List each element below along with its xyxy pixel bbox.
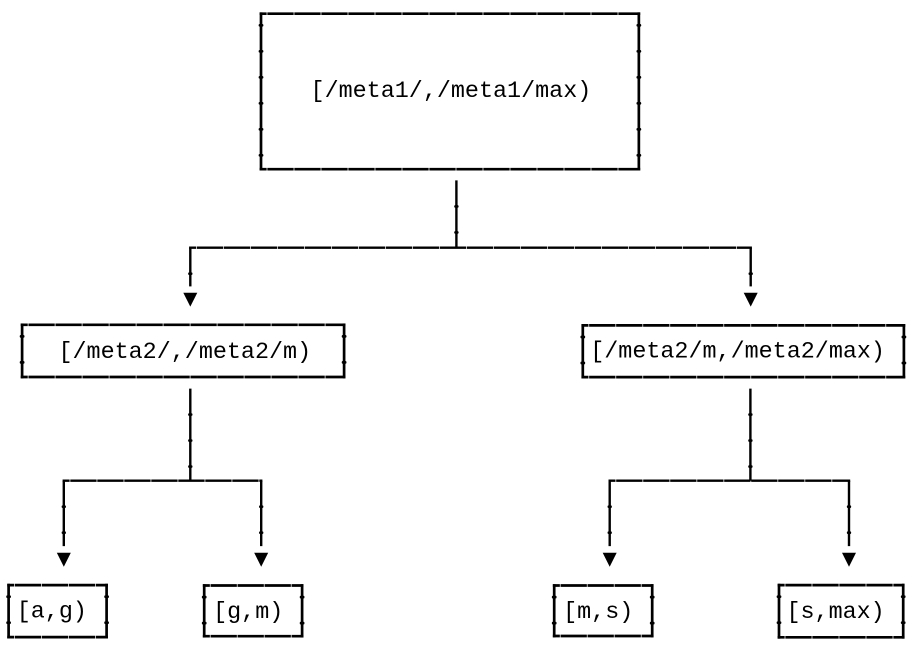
svg-text:[/meta2/m,/meta2/max): [/meta2/m,/meta2/max) [590,340,885,366]
svg-text:[g,m): [g,m) [213,600,283,626]
svg-text:[a,g): [a,g) [17,599,87,625]
svg-text:[s,max): [s,max) [786,600,884,626]
svg-text:[m,s): [m,s) [563,600,633,626]
svg-text:[/meta1/,/meta1/max): [/meta1/,/meta1/max) [311,79,592,105]
svg-text:[/meta2/,/meta2/m): [/meta2/,/meta2/m) [58,340,311,366]
